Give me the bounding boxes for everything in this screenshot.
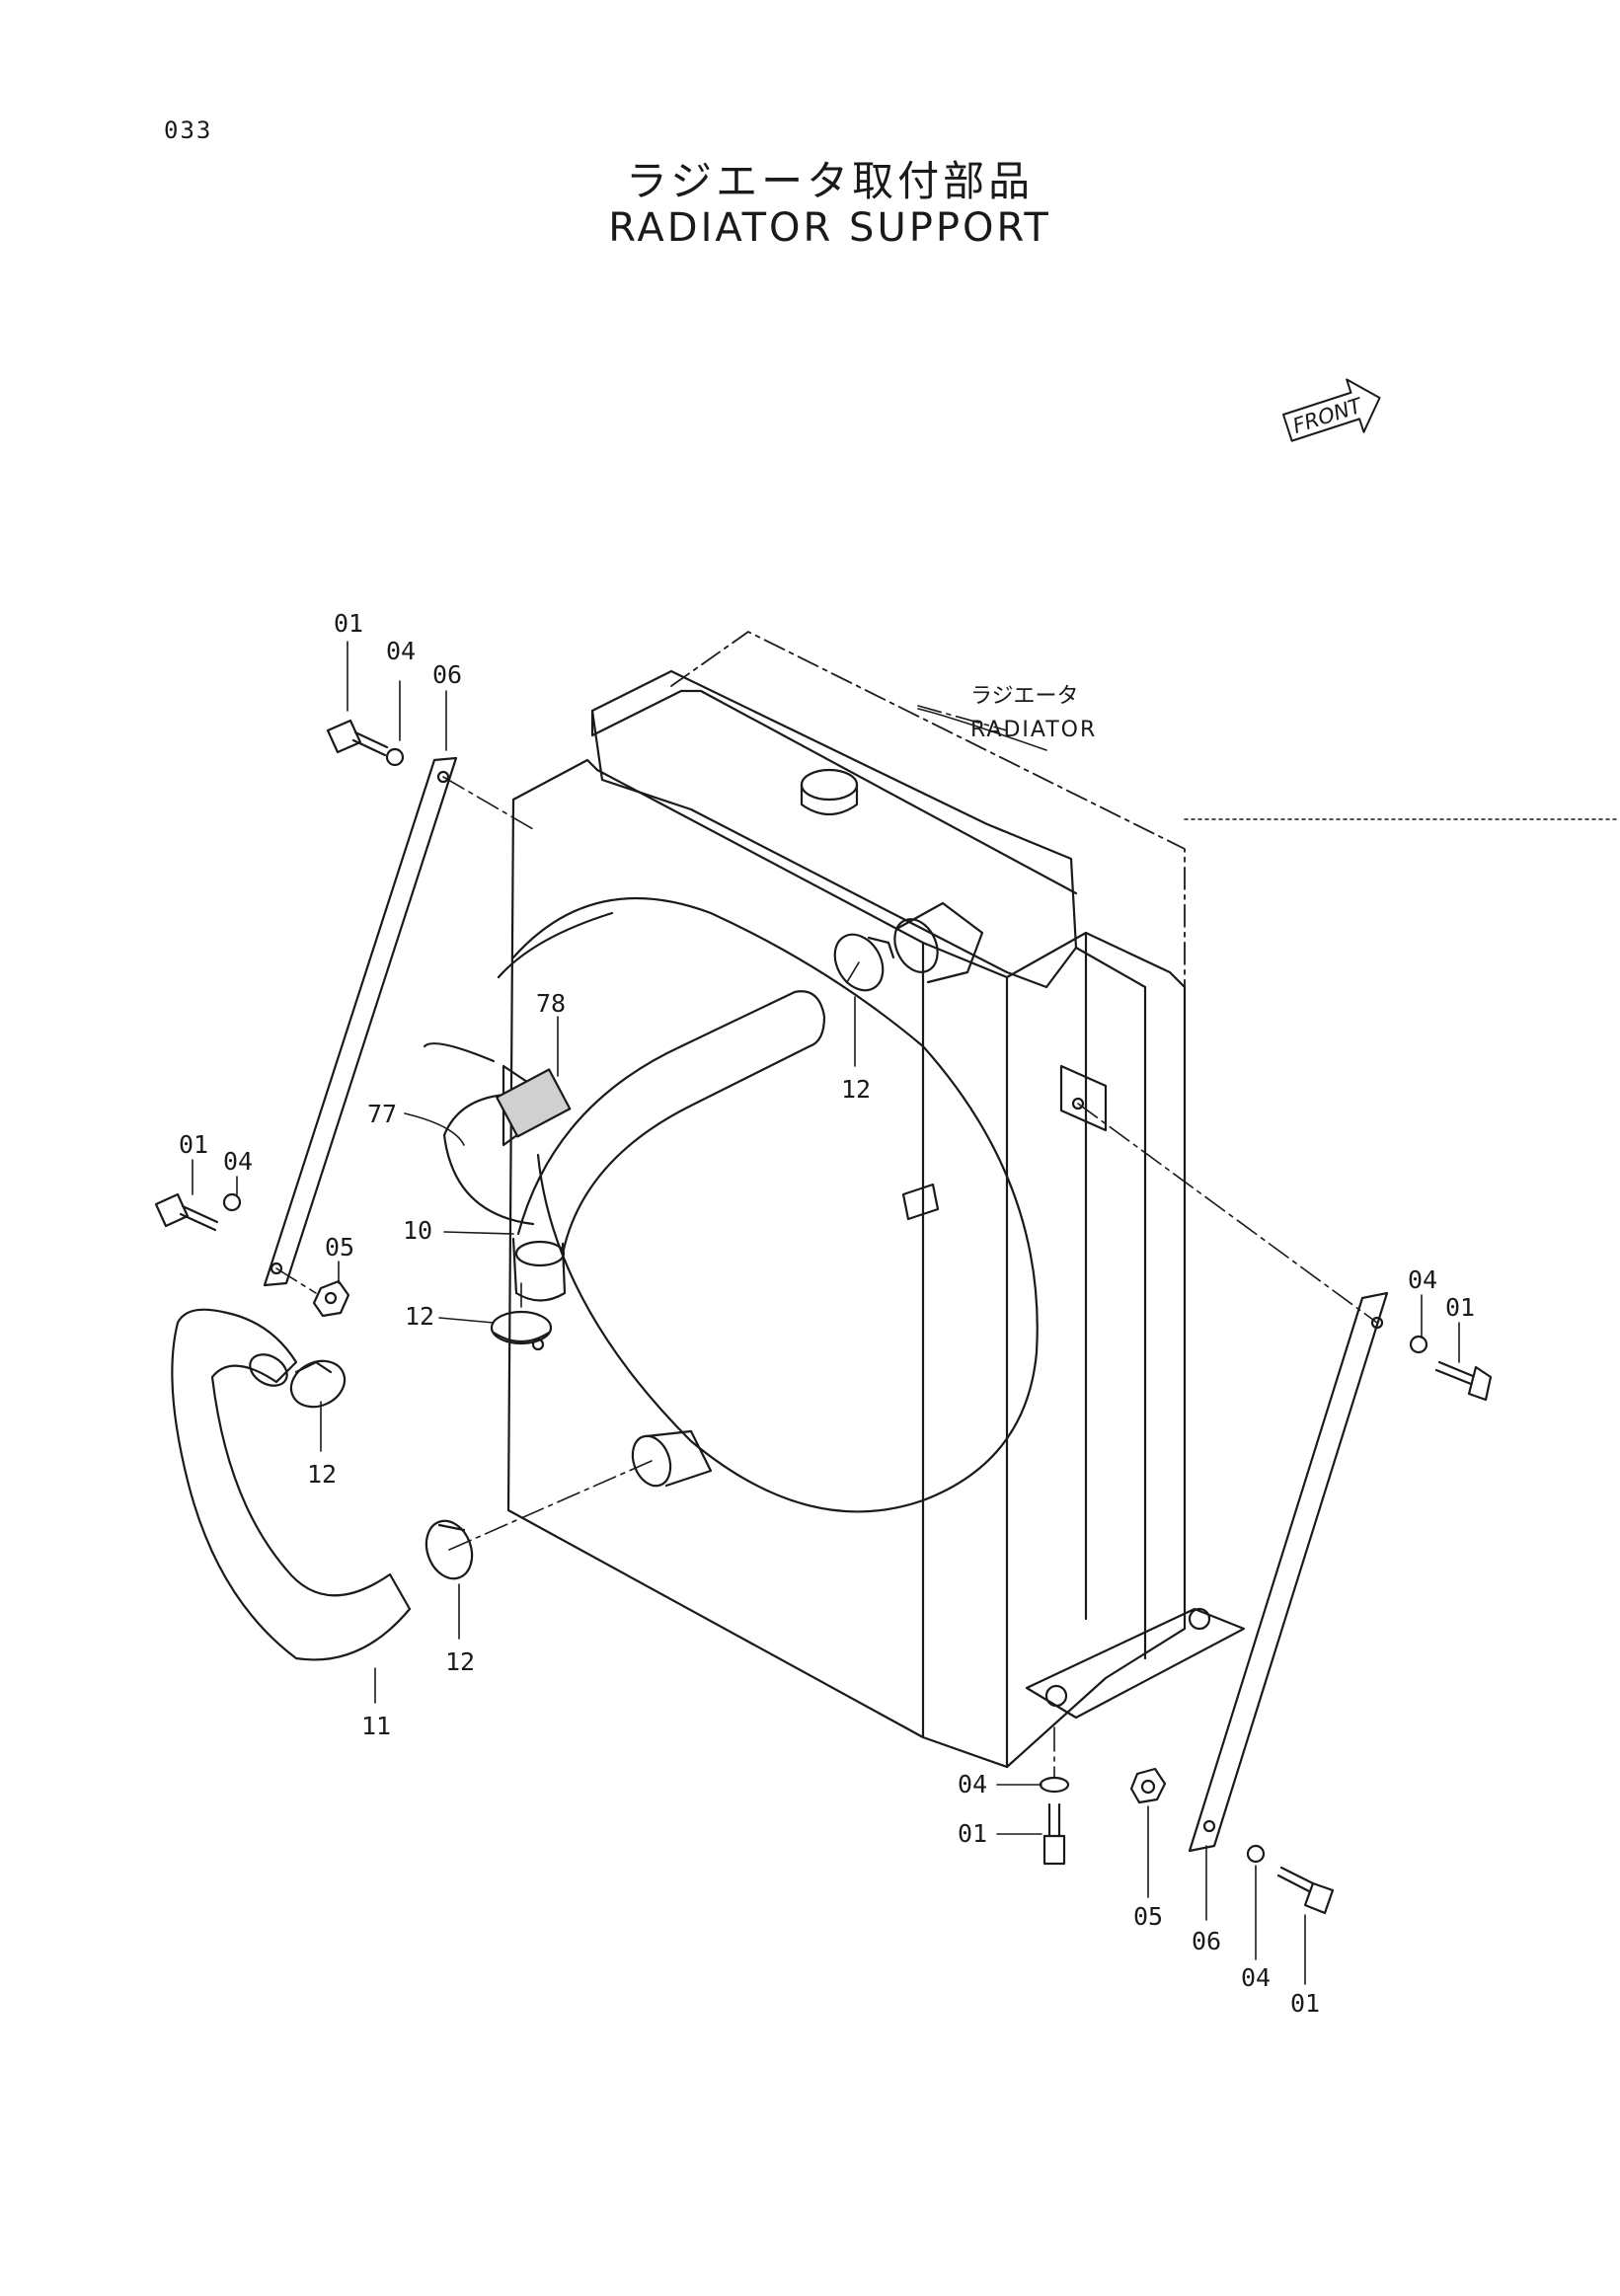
callout-12-upper: 12 (841, 1075, 871, 1104)
radiator-label-english: RADIATOR (970, 718, 1097, 742)
callout-78: 78 (536, 989, 566, 1018)
callout-04-left: 04 (223, 1147, 253, 1176)
hose-clamp-low (424, 1519, 474, 1580)
bolt-icon-bottom-right (1276, 1866, 1335, 1915)
callout-12-mid: 12 (405, 1302, 434, 1331)
sensor-wire (423, 1042, 572, 1226)
leader-lines (192, 641, 1460, 1985)
callout-04-right: 04 (1408, 1265, 1437, 1294)
nut-icon-bottom-right (1129, 1767, 1167, 1804)
callout-01-bottom: 01 (958, 1819, 987, 1848)
callout-01-right: 01 (1445, 1293, 1475, 1322)
hose-clamp-left (289, 1359, 347, 1409)
nut-icon-left (312, 1279, 350, 1318)
callout-01-bottom-right: 01 (1290, 1989, 1320, 2018)
callout-04-bottom: 04 (958, 1770, 987, 1799)
washer-icon-bottom-right (1246, 1844, 1266, 1864)
radiator-label-japanese: ラジエータ (970, 684, 1079, 709)
bolt-icon-right (1434, 1360, 1493, 1402)
bolt-icon-bottom (1042, 1802, 1066, 1866)
lower-hose (171, 1308, 412, 1661)
callout-06-bottom-right: 06 (1192, 1927, 1221, 1955)
callout-12-left: 12 (307, 1460, 337, 1489)
upper-hose (511, 990, 826, 1302)
callout-01-top: 01 (334, 609, 363, 638)
radiator-assembly (497, 631, 1246, 1769)
title-english: RADIATOR SUPPORT (608, 205, 1051, 251)
callout-12-low: 12 (445, 1647, 475, 1676)
title-japanese: ラジエータ取付部品 (625, 157, 1035, 205)
washer-icon-right (1409, 1335, 1428, 1354)
callout-04-bottom-right: 04 (1241, 1963, 1271, 1992)
front-arrow-icon: FRONT (1282, 378, 1381, 442)
bolt-icon-top (326, 719, 389, 757)
callout-05-left: 05 (325, 1233, 354, 1262)
callout-77: 77 (367, 1100, 397, 1128)
hose-clamp-mid (490, 1310, 553, 1351)
washer-icon-top (385, 747, 405, 767)
callout-11: 11 (361, 1712, 391, 1740)
callout-05-bottom-right: 05 (1133, 1902, 1163, 1931)
support-rod-left (263, 756, 458, 1287)
page-number: 033 (164, 116, 213, 144)
callout-01-left: 01 (179, 1130, 208, 1159)
callout-06-top: 06 (432, 660, 462, 689)
washer-icon-left (222, 1192, 242, 1212)
washer-icon-bottom (1039, 1776, 1070, 1794)
bolt-icon-left (154, 1192, 219, 1232)
support-rod-right (1188, 1291, 1389, 1853)
hose-clamp-upper (833, 933, 895, 992)
callout-04-top: 04 (386, 637, 416, 665)
callout-10: 10 (403, 1216, 432, 1245)
assembly-lines (275, 705, 1620, 1778)
